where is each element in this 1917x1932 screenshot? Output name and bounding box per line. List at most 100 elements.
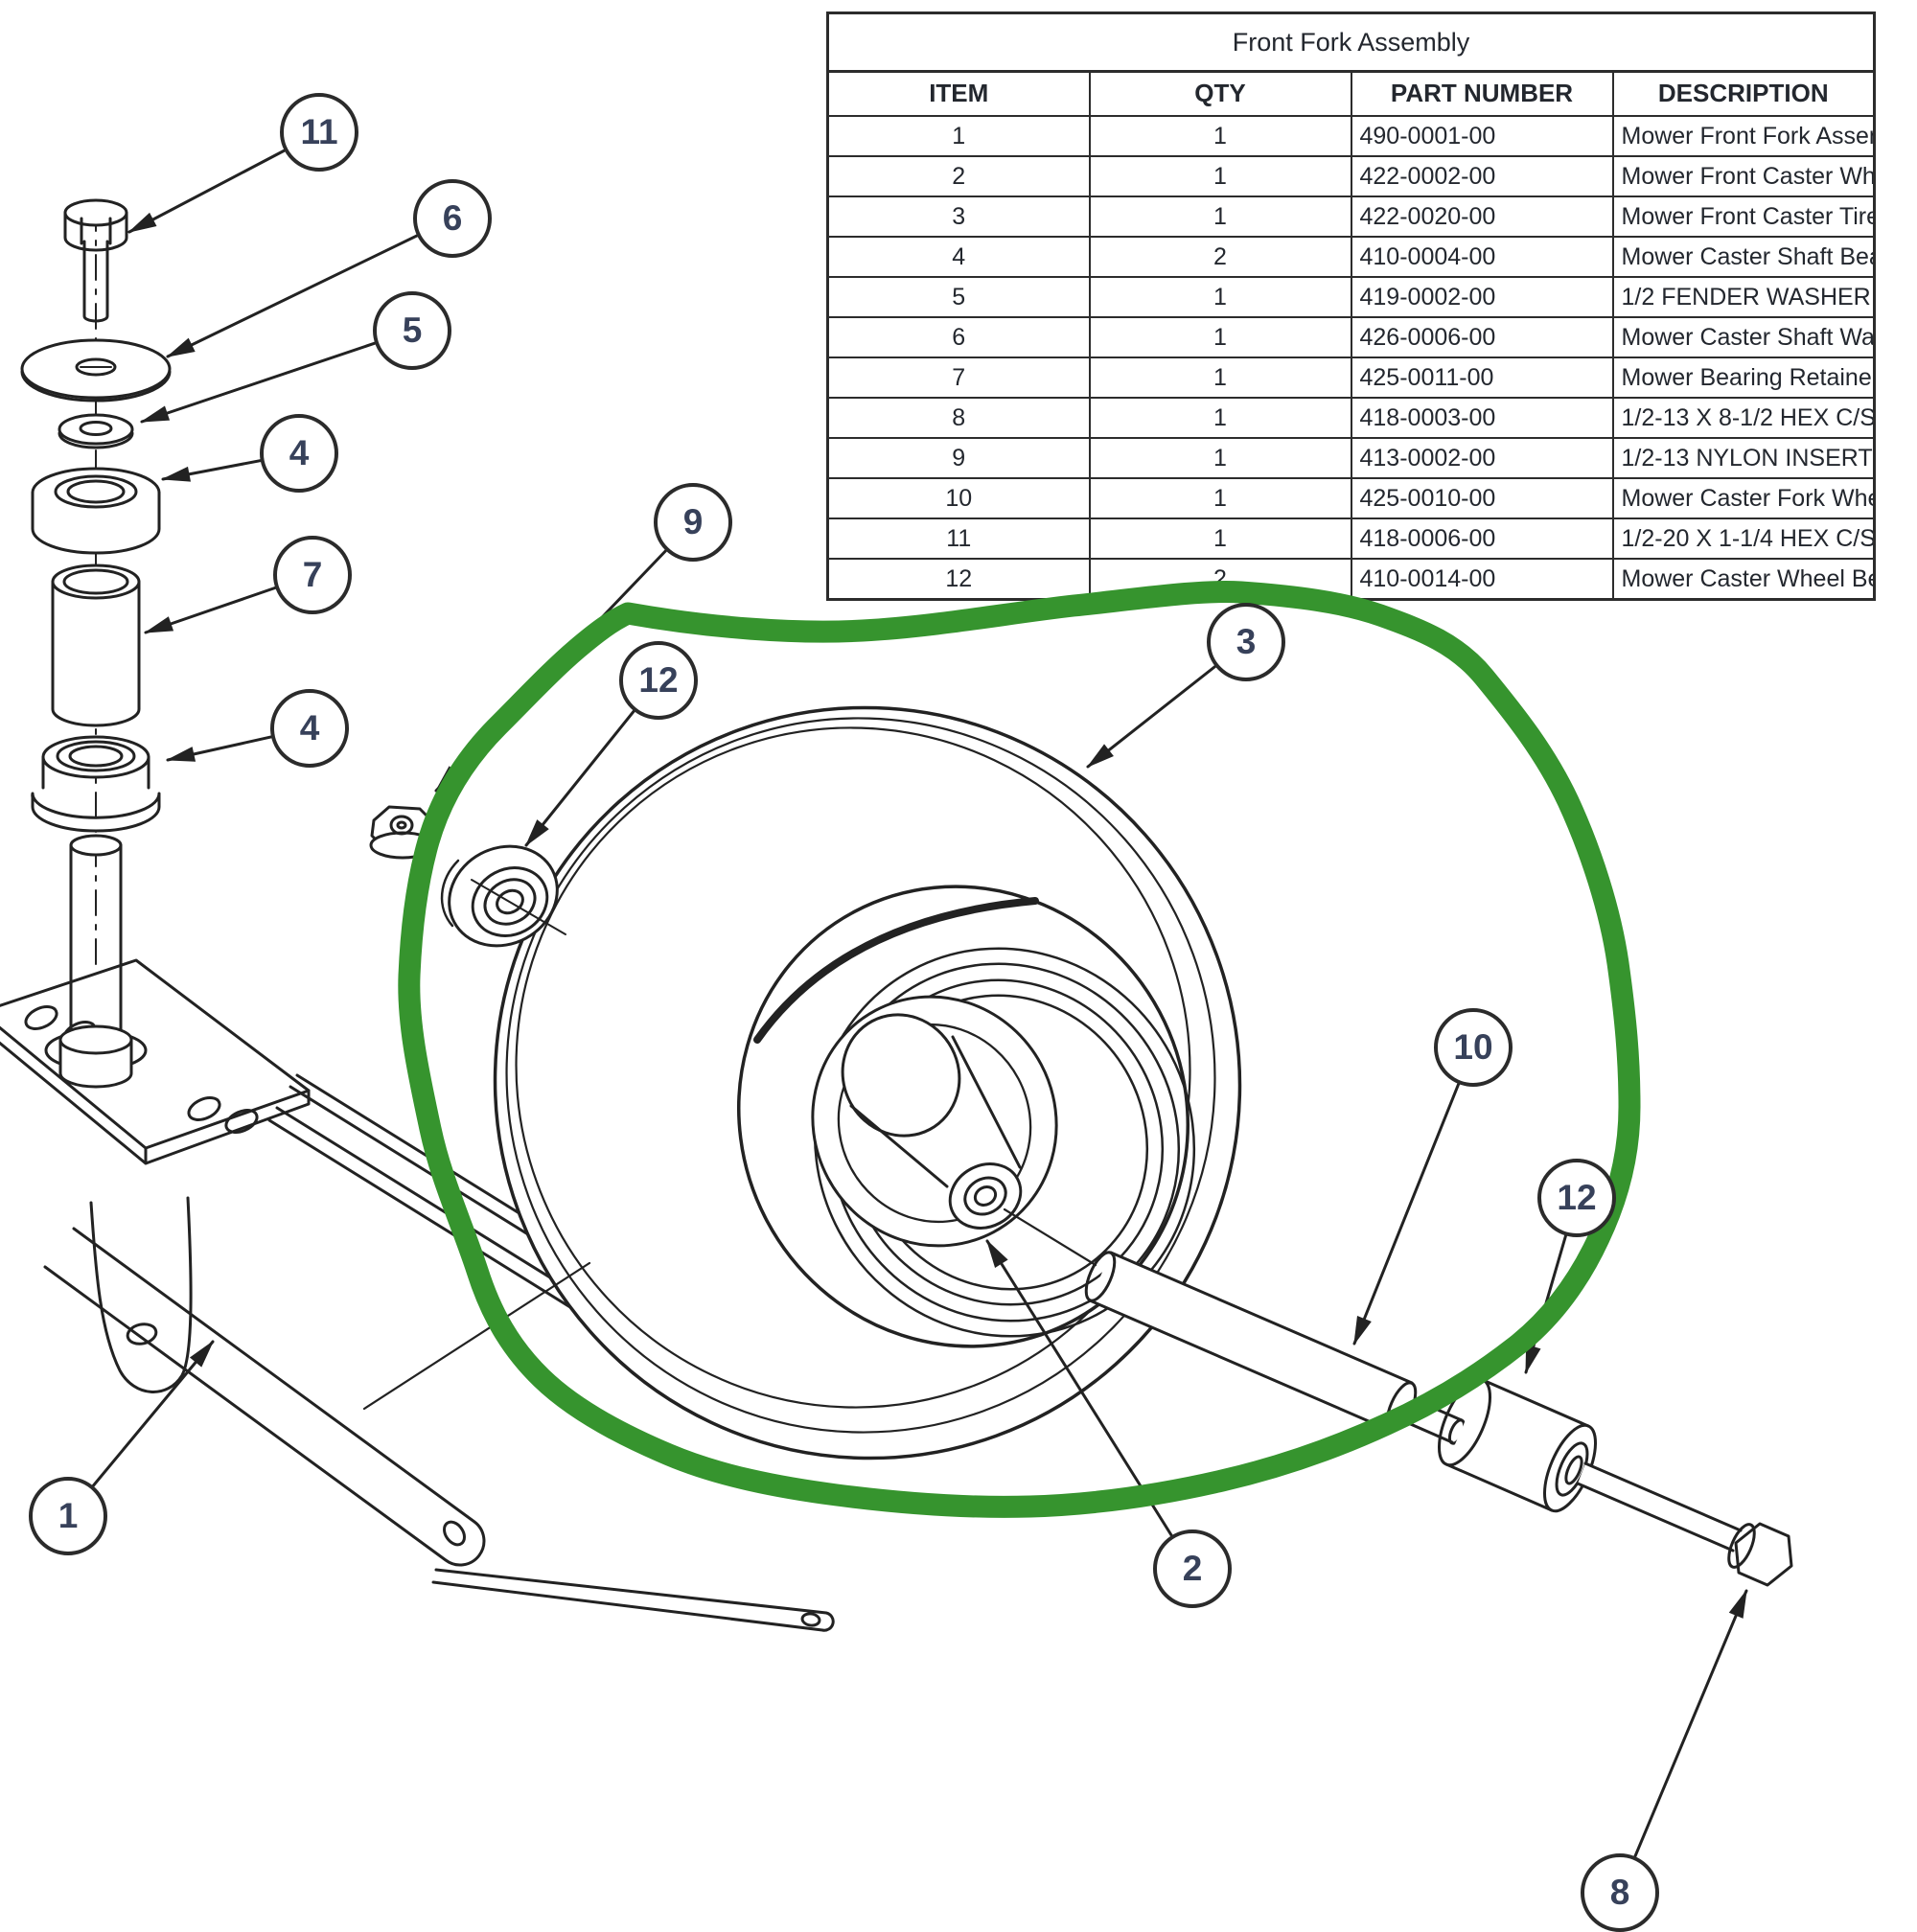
callout-balloon-label: 11: [300, 112, 338, 151]
shaft-washer-5-drawing: [58, 413, 134, 449]
qty-cell: 1: [1088, 276, 1352, 318]
callout-balloon-label: 2: [1182, 1549, 1203, 1588]
description-cell: 1/2-13 X 8-1/2 HEX C/S GR 5 ZINC YELLOW: [1611, 397, 1876, 439]
item-cell: 11: [826, 518, 1091, 560]
part-number-cell: 422-0002-00: [1350, 155, 1614, 197]
item-cell: 10: [826, 477, 1091, 519]
callout-balloon-4: 4: [260, 414, 338, 493]
description-cell: Mower Caster Fork Wheel Spacer: [1611, 477, 1876, 519]
callout-balloon-11: 11: [280, 93, 358, 172]
callout-balloon-8: 8: [1581, 1853, 1659, 1932]
retainer-spacer-7-drawing: [51, 564, 141, 727]
callout-balloon-label: 5: [402, 310, 423, 350]
qty-cell: 2: [1088, 236, 1352, 278]
callout-balloon-12: 12: [1537, 1159, 1616, 1237]
callout-balloon-label: 9: [682, 502, 704, 541]
part-number-cell: 418-0003-00: [1350, 397, 1614, 439]
part-number-cell: 410-0014-00: [1350, 558, 1614, 601]
col-header-part-number: PART NUMBER: [1350, 70, 1614, 117]
callout-balloon-label: 4: [289, 433, 310, 472]
item-cell: 7: [826, 356, 1091, 399]
item-cell: 1: [826, 115, 1091, 157]
callout-balloon-5: 5: [373, 291, 451, 370]
callout-balloon-9: 9: [654, 483, 732, 562]
parts-table-title: Front Fork Assembly: [826, 12, 1876, 73]
callout-balloon-12: 12: [619, 641, 698, 720]
callout-balloon-label: 1: [58, 1496, 79, 1535]
col-header-qty: QTY: [1088, 70, 1352, 117]
part-number-cell: 422-0020-00: [1350, 196, 1614, 238]
shaft-bearing-4b-drawing: [31, 735, 161, 833]
part-number-cell: 425-0011-00: [1350, 356, 1614, 399]
qty-cell: 1: [1088, 155, 1352, 197]
qty-cell: 1: [1088, 196, 1352, 238]
description-cell: Mower Caster Shaft Bearing: [1611, 236, 1876, 278]
item-cell: 4: [826, 236, 1091, 278]
item-cell: 2: [826, 155, 1091, 197]
qty-cell: 1: [1088, 356, 1352, 399]
caster-wheel-tire-drawing: [362, 705, 1242, 1460]
callout-balloon-label: 6: [442, 198, 463, 238]
callout-balloon-10: 10: [1434, 1008, 1513, 1087]
part-number-cell: 425-0010-00: [1350, 477, 1614, 519]
qty-cell: 1: [1088, 397, 1352, 439]
fender-washer-6-drawing: [20, 338, 172, 402]
shaft-bearing-4a-drawing: [31, 467, 161, 555]
callout-balloon-label: 12: [1557, 1178, 1597, 1217]
description-cell: 1/2-20 X 1-1/4 HEX C/S GR 5 ZINC: [1611, 518, 1876, 560]
callout-balloon-7: 7: [273, 536, 352, 614]
item-cell: 6: [826, 316, 1091, 358]
parts-table-header-row: ITEM QTY PART NUMBER DESCRIPTION: [826, 70, 1876, 117]
part-number-cell: 426-0006-00: [1350, 316, 1614, 358]
callout-balloon-label: 8: [1609, 1873, 1630, 1912]
item-cell: 3: [826, 196, 1091, 238]
part-number-cell: 419-0002-00: [1350, 276, 1614, 318]
description-cell: 1/2 FENDER WASHER 1-1/4" OD ZINC: [1611, 276, 1876, 318]
callout-balloon-label: 10: [1453, 1027, 1493, 1067]
description-cell: Mower Caster Shaft Washer: [1611, 316, 1876, 358]
item-cell: 12: [826, 558, 1091, 601]
description-cell: Mower Caster Wheel Bearing: [1611, 558, 1876, 601]
callout-balloon-label: 4: [299, 708, 320, 748]
callout-balloon-6: 6: [413, 179, 492, 258]
description-cell: Mower Front Caster Tire: [1611, 196, 1876, 238]
callout-balloon-1: 1: [29, 1477, 107, 1555]
hex-bolt-11-drawing: [63, 198, 128, 323]
item-cell: 9: [826, 437, 1091, 479]
callout-balloon-4: 4: [270, 689, 349, 768]
green-annotation-loop: [398, 581, 1641, 1518]
description-cell: Mower Front Caster Wheel: [1611, 155, 1876, 197]
callout-balloon-3: 3: [1207, 603, 1285, 681]
qty-cell: 1: [1088, 477, 1352, 519]
item-cell: 8: [826, 397, 1091, 439]
part-number-cell: 418-0006-00: [1350, 518, 1614, 560]
part-number-cell: 490-0001-00: [1350, 115, 1614, 157]
part-number-cell: 413-0002-00: [1350, 437, 1614, 479]
description-cell: Mower Front Fork Assembly: [1611, 115, 1876, 157]
callout-balloon-label: 3: [1236, 622, 1257, 661]
description-cell: 1/2-13 NYLON INSERT FLANGE LOCKNUT ZC YE…: [1611, 437, 1876, 479]
caster-shaft-drawing: [58, 834, 133, 1089]
item-cell: 5: [826, 276, 1091, 318]
callout-balloon-label: 12: [638, 660, 679, 700]
col-header-description: DESCRIPTION: [1611, 70, 1876, 117]
axle-assembly-drawing: [1084, 1251, 1793, 1587]
callout-balloon-label: 7: [302, 555, 323, 594]
col-header-item: ITEM: [826, 70, 1091, 117]
qty-cell: 1: [1088, 437, 1352, 479]
description-cell: Mower Bearing Retainer Spacer: [1611, 356, 1876, 399]
